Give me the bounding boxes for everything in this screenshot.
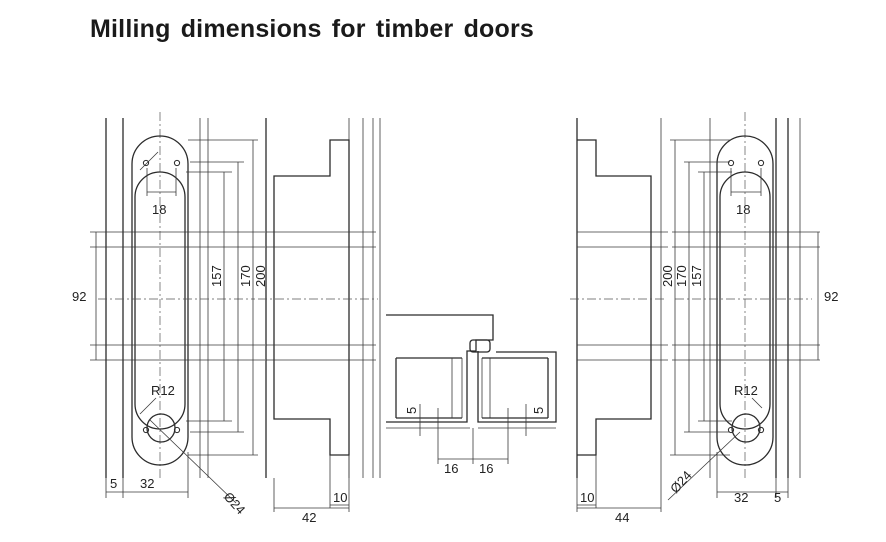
dim-label: Ø24 — [221, 489, 249, 517]
dim-label: 5 — [404, 407, 419, 414]
dim-label: R12 — [151, 383, 175, 398]
dim-label: 92 — [824, 289, 838, 304]
dim-label: 5 — [531, 407, 546, 414]
dim-label: 32 — [734, 490, 748, 505]
right-front-view — [667, 112, 820, 501]
dim-label: 157 — [689, 265, 704, 287]
dim-label: 5 — [110, 476, 117, 491]
dim-label: 10 — [580, 490, 594, 505]
dim-label: 32 — [140, 476, 154, 491]
dim-label: R12 — [734, 383, 758, 398]
dim-label: 16 — [444, 461, 458, 476]
dim-label: 170 — [674, 265, 689, 287]
dim-label: 16 — [479, 461, 493, 476]
dim-label: 200 — [660, 265, 675, 287]
center-top-view — [386, 314, 557, 464]
page-title: Milling dimensions for timber doors — [90, 15, 535, 43]
dim-label: 170 — [238, 265, 253, 287]
dim-label: 18 — [152, 202, 166, 217]
dim-label: 200 — [253, 265, 268, 287]
dimension-labels: 18 92 157 170 200 R12 5 32 Ø24 10 42 5 5… — [72, 202, 838, 525]
dim-label: 10 — [333, 490, 347, 505]
dim-label: 42 — [302, 510, 316, 525]
left-side-view — [258, 118, 381, 512]
right-side-view — [570, 118, 668, 512]
dim-label: 157 — [209, 265, 224, 287]
dim-label: 92 — [72, 289, 86, 304]
left-front-view — [90, 112, 265, 504]
dim-label: 44 — [615, 510, 629, 525]
dim-label: Ø24 — [667, 468, 695, 496]
dim-label: 18 — [736, 202, 750, 217]
dim-label: 5 — [774, 490, 781, 505]
